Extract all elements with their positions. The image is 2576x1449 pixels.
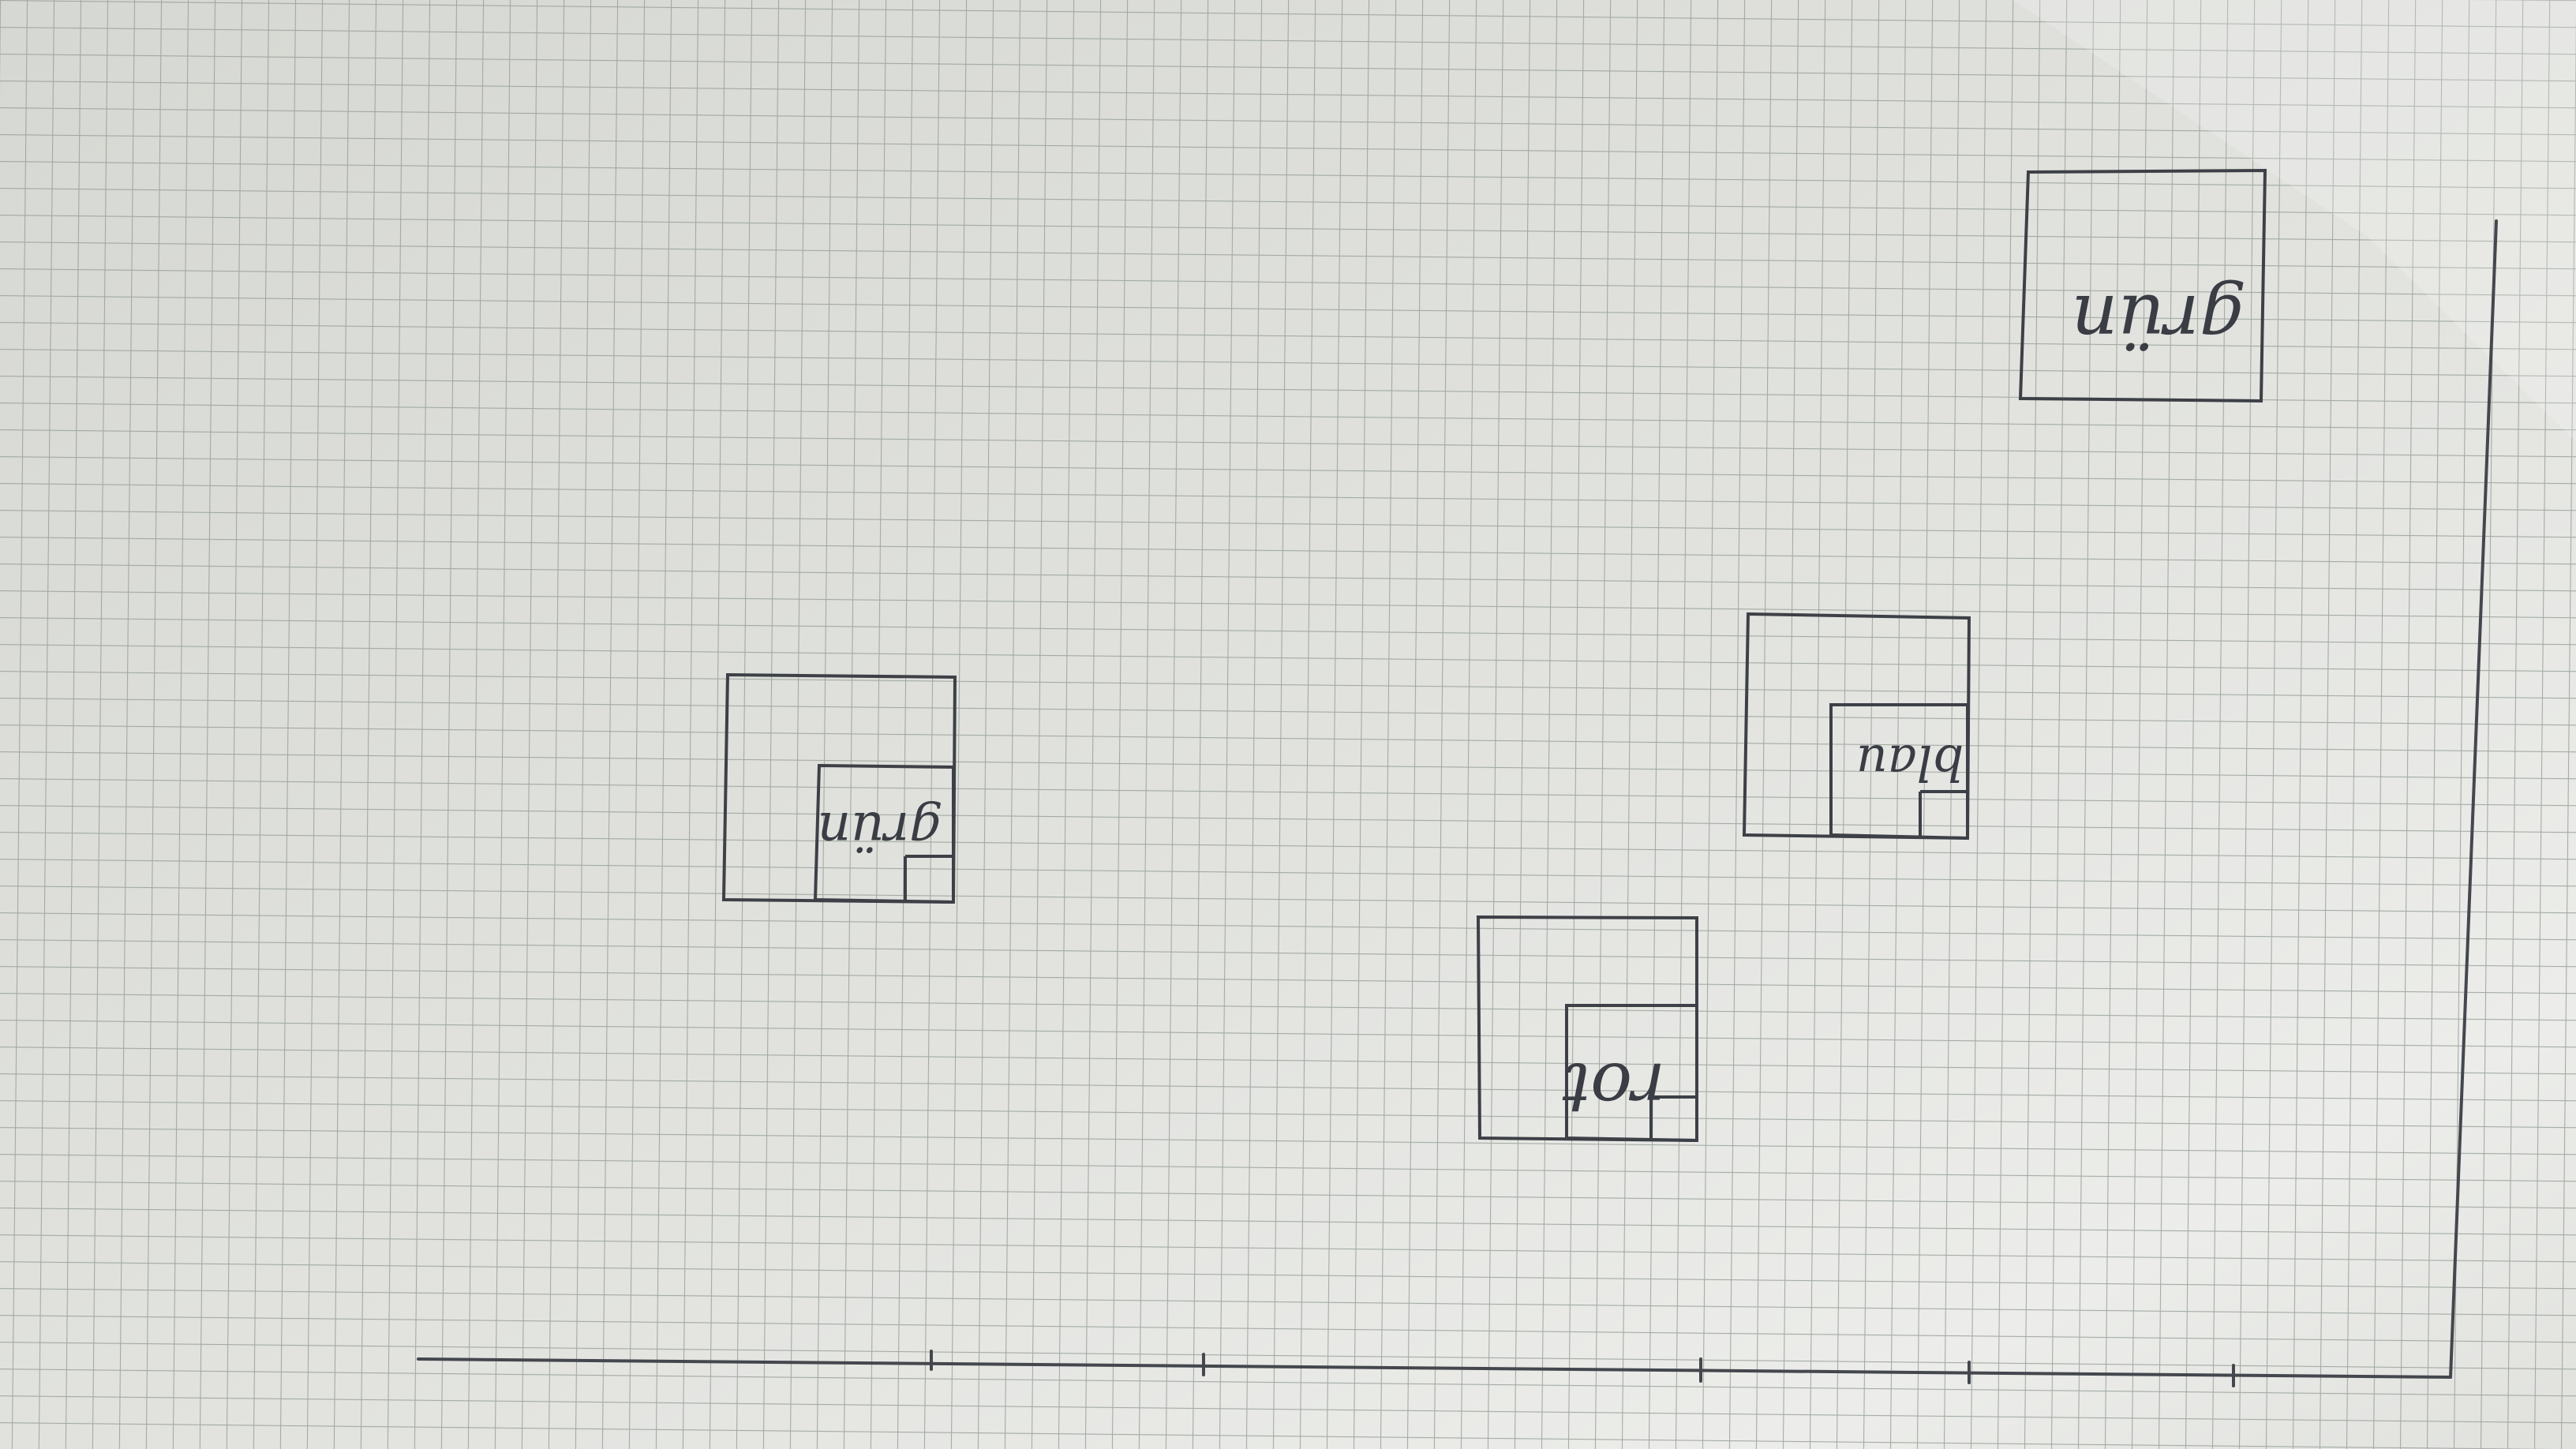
box-gruen-large: grün xyxy=(2018,168,2267,403)
box-rot: rot xyxy=(1476,915,1698,1143)
box-blau: blau xyxy=(1742,612,1971,841)
inner-box xyxy=(1829,703,1969,841)
y-axis-line xyxy=(2449,219,2498,1379)
axes xyxy=(417,219,2498,1387)
inner-box xyxy=(813,763,955,904)
x-axis-line xyxy=(417,1357,2452,1379)
box-label: blau xyxy=(1856,734,1964,792)
paper-fold-highlight xyxy=(2012,0,2576,442)
box-gruen-small: grün xyxy=(721,672,957,904)
inner-box xyxy=(1565,1004,1698,1143)
box-label: rot xyxy=(1562,1047,1665,1129)
box-label: grün xyxy=(818,800,943,861)
box-label: grün xyxy=(2071,279,2245,363)
